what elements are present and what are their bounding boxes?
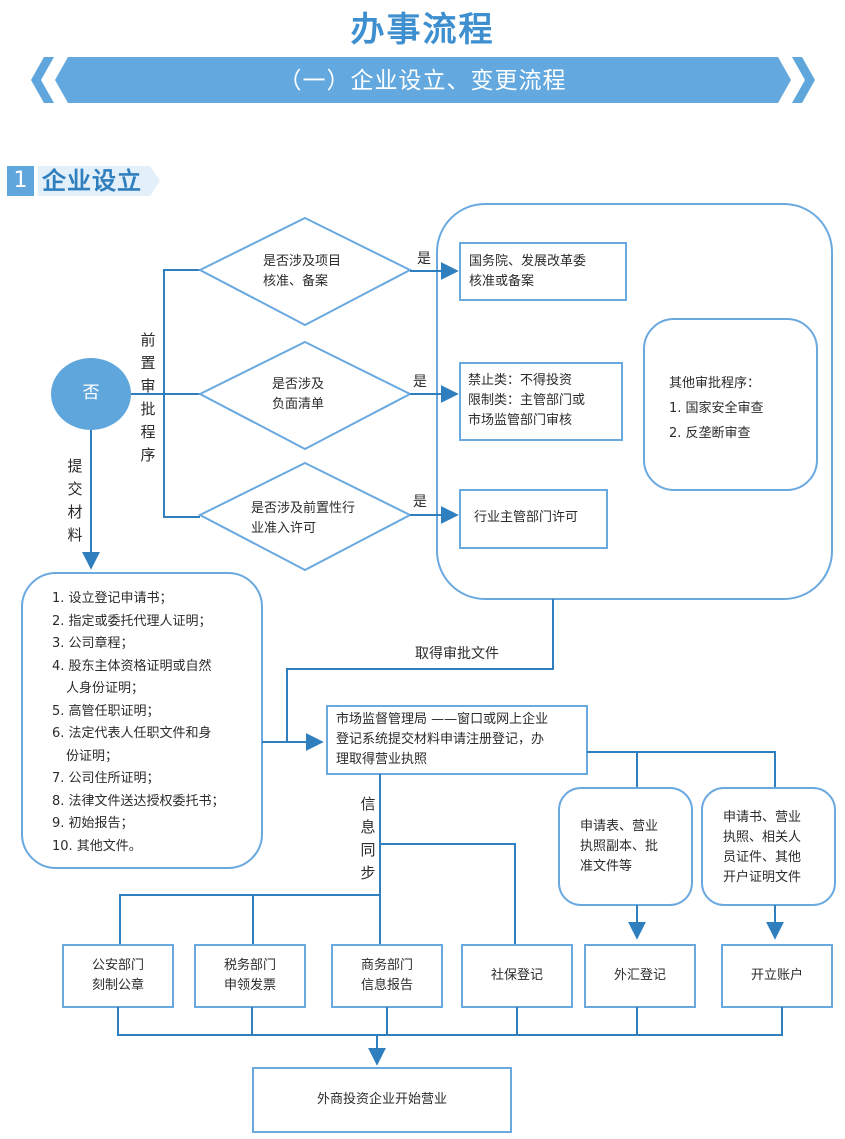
decision-3-text: 是否涉及前置性行 业准入许可 — [251, 501, 356, 536]
section-title-bg — [38, 166, 160, 196]
dept-5-text: 外汇登记 — [613, 968, 666, 983]
result-2-text: 禁止类：不得投资 限制类：主管部门或 市场监管部门审核 — [468, 373, 586, 428]
banner-right-chevron — [792, 57, 815, 103]
dept-2-text: 税务部门 申领发票 — [223, 958, 276, 993]
final-text: 外商投资企业开始营业 — [316, 1092, 447, 1107]
forex-docs-text: 申请表、营业 执照副本、批 准文件等 — [580, 819, 659, 874]
decision-diamond-2 — [197, 340, 413, 451]
material-item: 1. 设立登记申请书； — [52, 591, 173, 606]
submit-materials-label: 提交材料 — [66, 455, 84, 547]
vertical-char: 前 — [140, 331, 156, 349]
other-approval-text: 其他审批程序： 1. 国家安全审查 2. 反垄断审查 — [669, 376, 764, 441]
dept-4-text: 社保登记 — [490, 968, 543, 983]
approval-docs-label: 取得审批文件 — [415, 646, 499, 662]
material-item: 8. 法律文件送达授权委托书； — [52, 793, 225, 809]
registration-text: 市场监督管理局 ——窗口或网上企业 登记系统提交材料申请注册登记，办 理取得营业… — [336, 712, 549, 767]
vertical-char: 同 — [360, 841, 376, 859]
material-item: 2. 指定或委托代理人证明； — [52, 613, 212, 629]
vertical-char: 步 — [360, 864, 376, 882]
account-docs-text: 申请书、营业 执照、相关人 员证件、其他 开户证明文件 — [723, 810, 802, 885]
vertical-char: 料 — [67, 526, 83, 544]
vertical-char: 材 — [67, 503, 83, 521]
dept-box-5 — [584, 944, 696, 1008]
dept-6-text: 开立账户 — [750, 968, 803, 983]
material-item: 人身份证明； — [66, 681, 145, 696]
dept-box-2 — [194, 944, 306, 1008]
vertical-char: 序 — [140, 446, 156, 464]
decision-diamond-3 — [197, 461, 413, 572]
page-title: 办事流程 — [350, 10, 495, 50]
banner — [31, 57, 815, 103]
material-item: 6. 法定代表人任职文件和身 — [52, 726, 212, 741]
section-title: 企业设立 — [42, 166, 142, 195]
result-box-3 — [459, 489, 608, 549]
dept-3-text: 商务部门 信息报告 — [360, 958, 413, 993]
dept-1-text: 公安部门 刻制公章 — [91, 958, 144, 993]
banner-body — [55, 57, 791, 103]
vertical-char: 置 — [140, 354, 156, 372]
decision-1-text: 是否涉及项目 核准、备案 — [263, 254, 342, 289]
material-item: 7. 公司住所证明； — [52, 771, 160, 786]
dept-box-6 — [721, 944, 833, 1008]
other-approval-box — [643, 318, 818, 491]
materials-box — [21, 572, 263, 869]
yes-label-1: 是 — [417, 251, 431, 267]
account-docs-box — [701, 787, 836, 906]
vertical-char: 批 — [140, 400, 156, 418]
result-1-text: 国务院、发展改革委 核准或备案 — [469, 254, 587, 289]
material-item: 10. 其他文件。 — [52, 838, 142, 854]
material-item: 4. 股东主体资格证明或自然 — [52, 658, 212, 674]
vertical-char: 审 — [140, 377, 156, 395]
yes-label-2: 是 — [413, 374, 427, 390]
dept-box-3 — [331, 944, 443, 1008]
material-item: 份证明； — [66, 748, 119, 764]
start-node — [51, 358, 131, 430]
vertical-char: 交 — [67, 480, 83, 498]
result-box-1 — [459, 242, 627, 301]
vertical-char: 程 — [140, 423, 156, 441]
material-item: 3. 公司章程； — [52, 636, 134, 651]
vertical-char: 息 — [360, 818, 376, 836]
dept-box-4 — [461, 944, 573, 1008]
decision-2-text: 是否涉及 负面清单 — [272, 377, 325, 412]
material-item: 9. 初始报告； — [52, 816, 134, 831]
dept-box-1 — [62, 944, 174, 1008]
vertical-char: 信 — [360, 795, 376, 813]
final-box — [252, 1067, 512, 1133]
materials-list: 1. 设立登记申请书； 2. 指定或委托代理人证明； 3. 公司章程； 4. 股东主体… — [52, 588, 225, 858]
vertical-char: 提 — [67, 457, 83, 475]
result-box-2 — [459, 362, 623, 441]
forex-docs-box — [558, 787, 693, 906]
section-number: 1 — [7, 166, 34, 196]
decision-diamond-1 — [197, 216, 413, 327]
info-sync-label: 信息同步 — [359, 793, 377, 885]
banner-title: （一）企业设立、变更流程 — [278, 68, 567, 94]
yes-label-3: 是 — [413, 494, 427, 510]
material-item: 5. 高管任职证明； — [52, 703, 160, 719]
banner-left-chevron — [31, 57, 54, 103]
registration-box — [326, 705, 588, 775]
pre-approval-label: 前置审批程序 — [139, 329, 157, 467]
approval-container — [436, 203, 833, 600]
start-node-label: 否 — [82, 383, 100, 403]
result-3-text: 行业主管部门许可 — [474, 510, 579, 525]
